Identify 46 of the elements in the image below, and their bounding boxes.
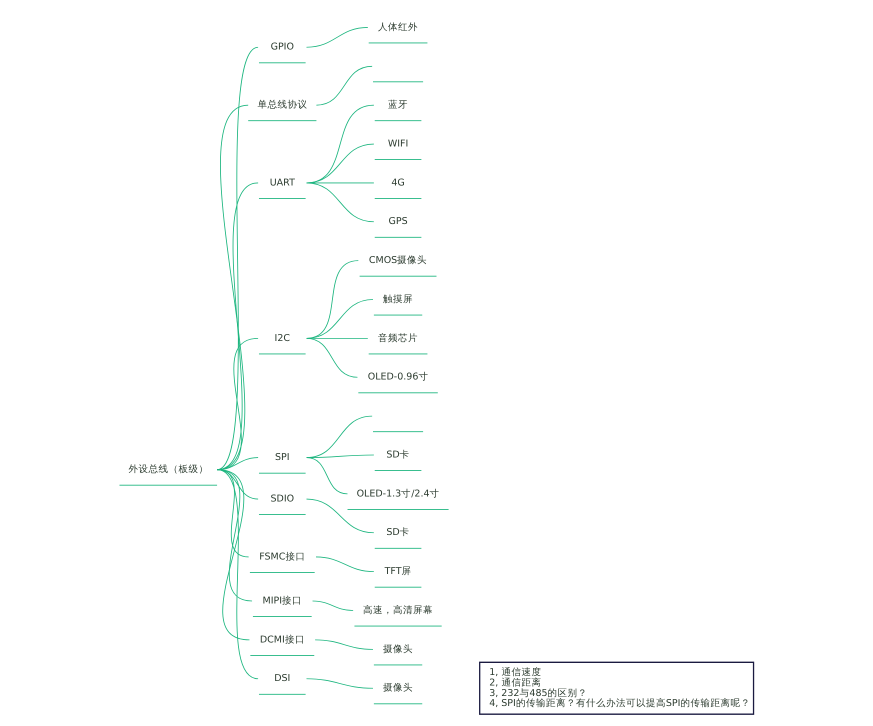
- node-text: DSI: [274, 673, 290, 684]
- node-text: MIPI接口: [262, 595, 302, 606]
- node-text: I2C: [274, 332, 290, 344]
- node-text: GPS: [388, 216, 408, 228]
- node-box: 1, 通信速度 2, 通信距离 3, 232与485的区别？ 4, SPI的传输距离？有什么办法可以提高SPI的传输距离呢？: [479, 662, 754, 715]
- connector: [316, 556, 374, 572]
- node-text: SD卡: [386, 449, 410, 460]
- connector: [216, 338, 259, 470]
- connector: [316, 66, 373, 106]
- node-text: 蓝牙: [388, 100, 408, 111]
- node-bar: [372, 81, 424, 82]
- connector: [216, 469, 259, 680]
- node-text: 音频芯片: [378, 332, 418, 344]
- connector: [216, 46, 259, 470]
- node-text: 摄像头: [383, 682, 414, 694]
- node-text: 单总线协议: [257, 100, 308, 111]
- node-text: 摄像头: [383, 644, 414, 655]
- node-text: UART: [270, 177, 295, 188]
- node-text: 高速，高清屏幕: [363, 604, 434, 616]
- node-text: SD卡: [386, 527, 410, 538]
- node-text: FSMC接口: [259, 551, 306, 562]
- connector: [306, 182, 374, 222]
- node-text: 4G: [391, 177, 405, 188]
- node-text: 外设总线（板级）: [128, 464, 208, 476]
- node-text: SDIO: [270, 493, 294, 504]
- node-text: TFT屏: [384, 566, 412, 578]
- node-text: SPI: [275, 452, 290, 464]
- connector: [306, 678, 374, 689]
- connector: [306, 457, 348, 494]
- connector: [314, 639, 374, 650]
- connector: [216, 182, 259, 470]
- connector: [306, 338, 358, 378]
- connector: [312, 600, 354, 611]
- node-text: OLED-0.96寸: [368, 372, 428, 383]
- node-text: GPIO: [270, 42, 294, 53]
- node-bar: [372, 431, 424, 432]
- connector: [306, 454, 374, 458]
- node-text: OLED-1.3寸/2.4寸: [356, 488, 440, 500]
- node-text: 触摸屏: [383, 294, 414, 305]
- node-text: DCMI接口: [260, 634, 305, 646]
- connector: [306, 26, 368, 48]
- connector: [306, 498, 374, 534]
- node-text: CMOS摄像头: [368, 255, 428, 266]
- node-text: 人体红外: [378, 22, 418, 33]
- node-text: WIFI: [388, 138, 408, 150]
- connector: [216, 457, 259, 470]
